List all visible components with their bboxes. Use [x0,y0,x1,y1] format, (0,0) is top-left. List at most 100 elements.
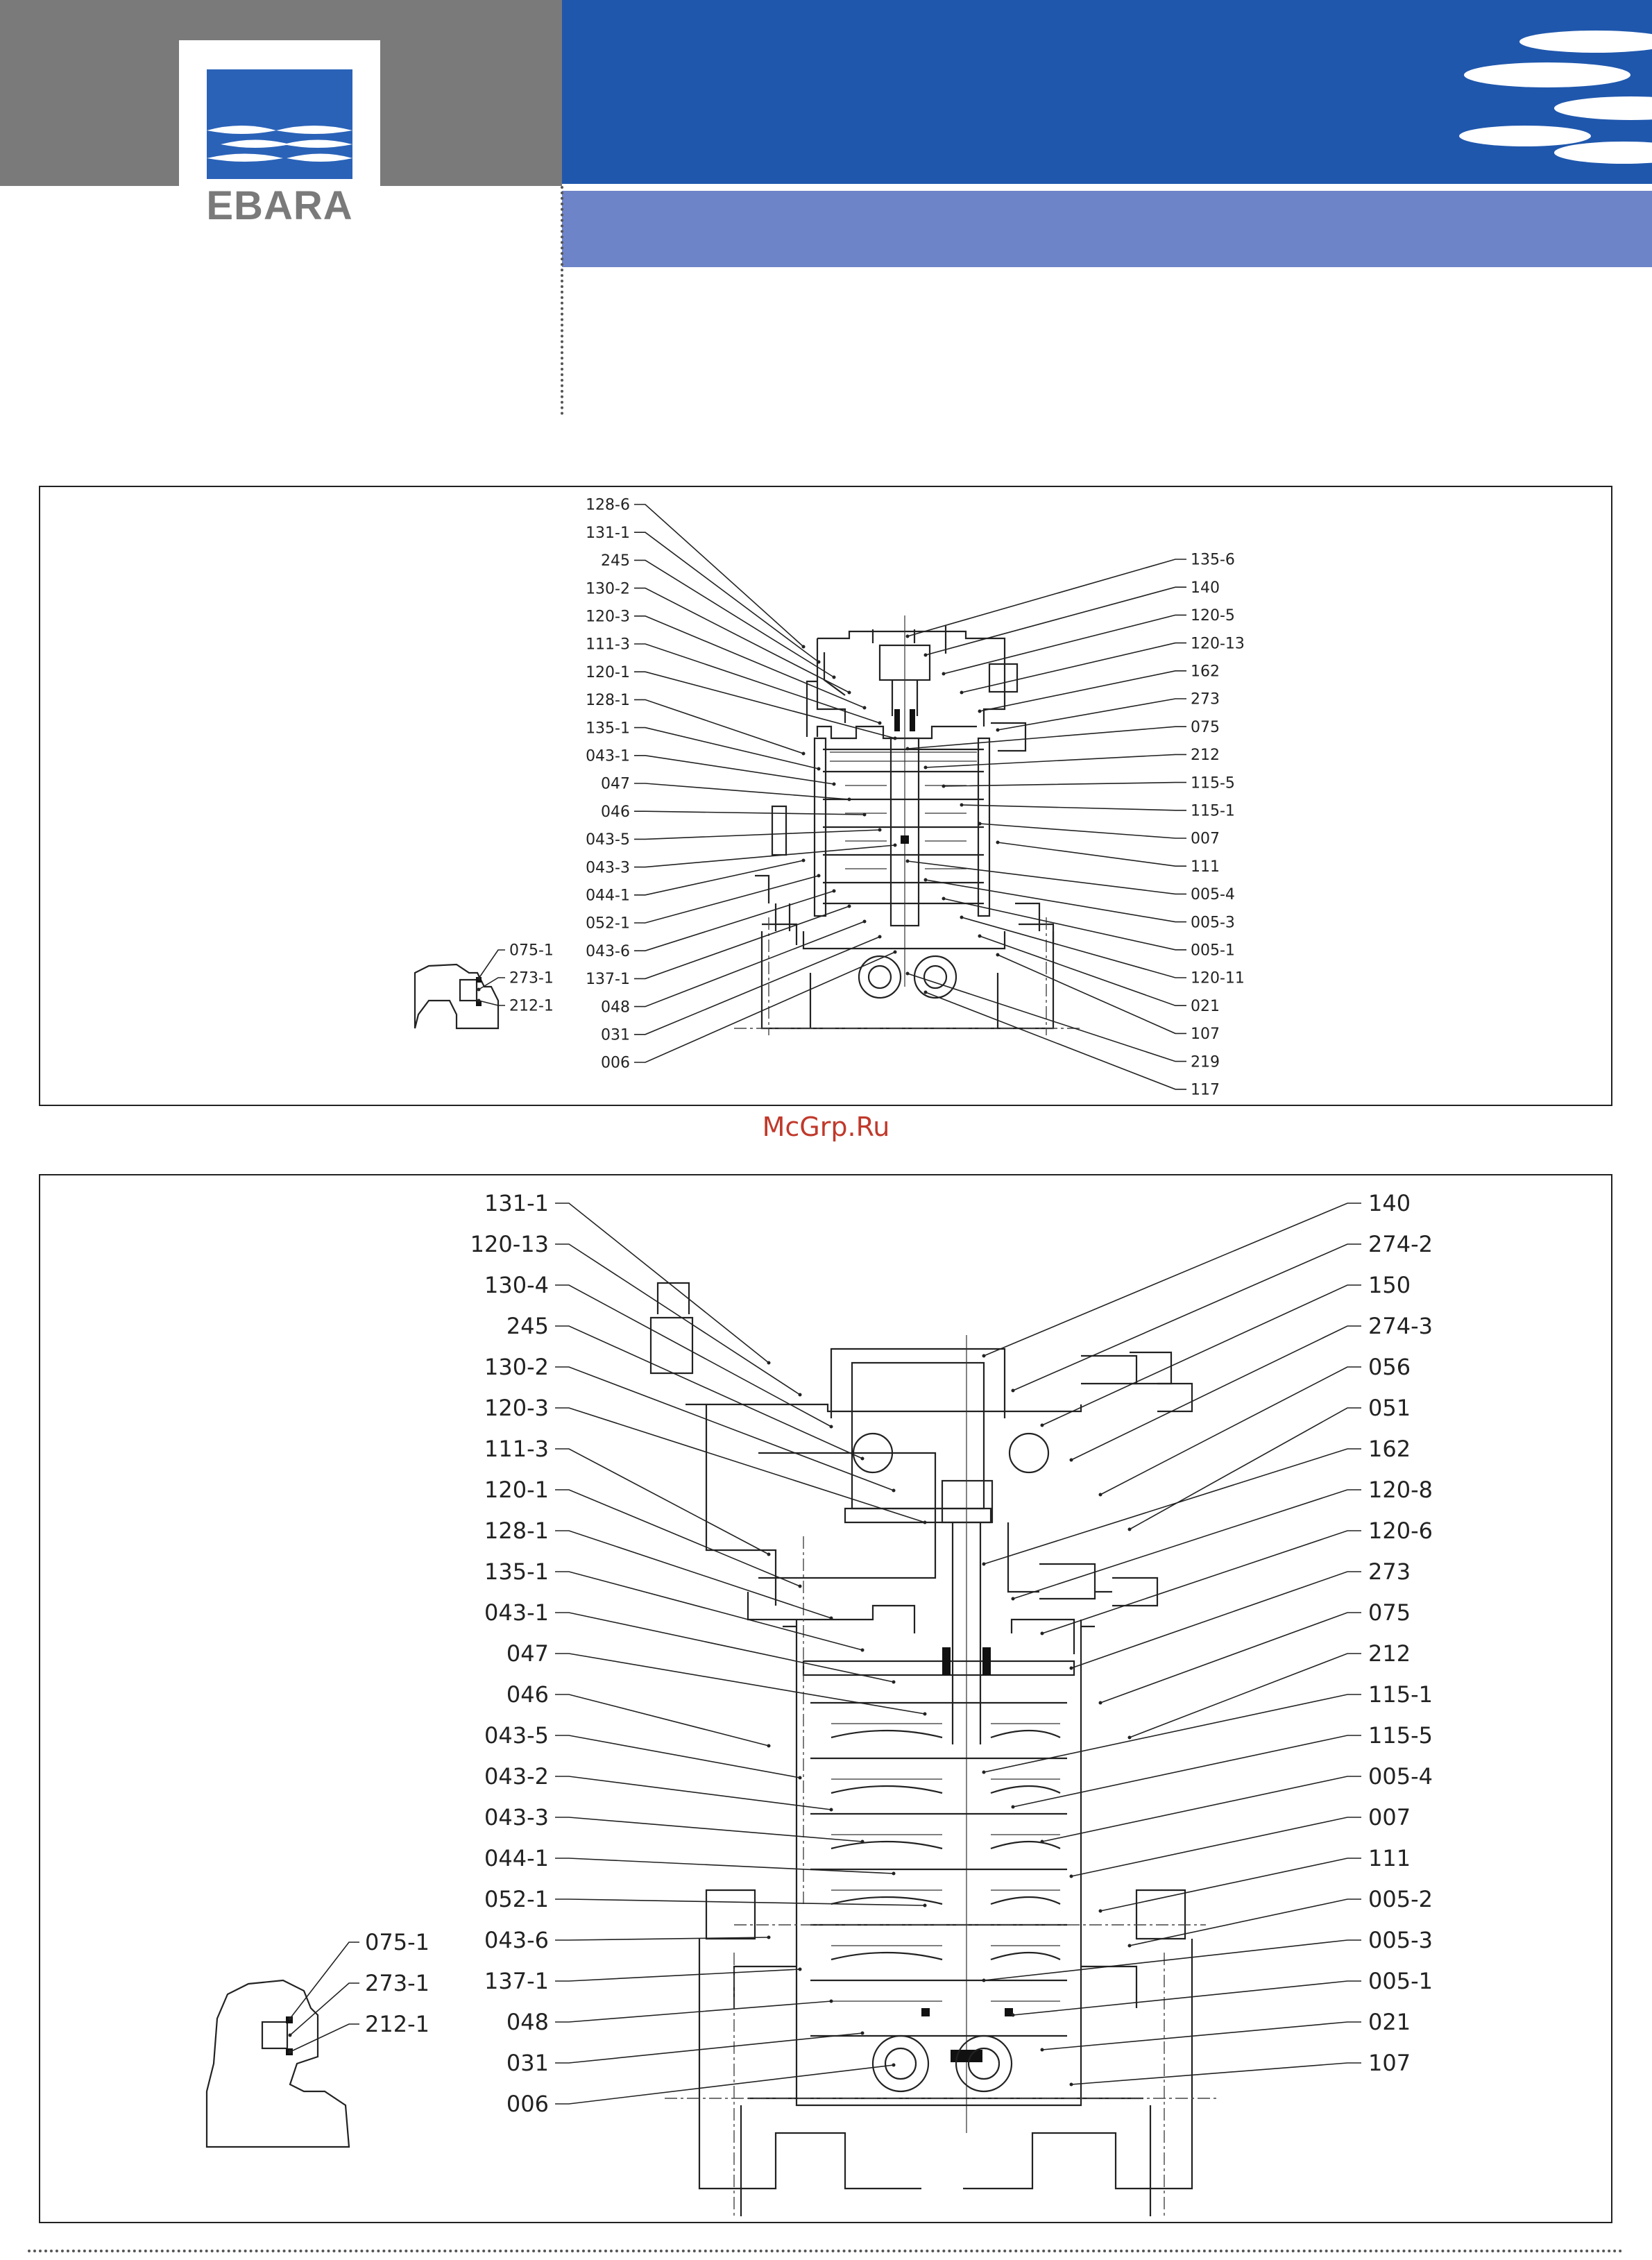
part-label: 075-1 [509,942,554,960]
logo-wave-icon [207,69,352,179]
part-label: 075-1 [365,1929,429,1955]
part-label: 107 [1368,2050,1411,2076]
part-label: 043-6 [586,943,630,960]
bottom-left-labels: 131-1120-13130-4245130-2120-3111-3120-11… [470,1190,927,2117]
leader-dot [982,1562,986,1566]
leader-dot [288,2050,292,2054]
part-label: 047 [506,1640,549,1667]
leader-line [997,842,1186,867]
leader-line [555,1448,769,1555]
leader-line [555,1937,769,1941]
leader-dot [832,782,836,786]
leader-line [555,1407,926,1523]
leader-line [1129,1898,1361,1946]
leader-dot [878,935,882,939]
leader-line [555,2064,894,2105]
leader-line [634,890,835,951]
leader-dot [829,1616,833,1620]
pump-cross-section-bottom: 131-1120-13130-4245130-2120-3111-3120-11… [205,1190,1433,2216]
part-label: 043-1 [484,1599,549,1626]
leader-dot [996,953,1000,957]
leader-dot [1040,1423,1044,1427]
leader-dot [923,878,928,882]
part-label: 150 [1368,1272,1411,1298]
leader-dot [798,1584,802,1588]
part-label: 006 [506,2091,549,2117]
leader-line [478,1000,505,1006]
leader-dot [767,1552,771,1556]
part-label: 044-1 [586,887,630,905]
part-label: 005-3 [1191,914,1235,931]
leader-dot [801,645,806,649]
part-label: 212-1 [365,2011,429,2037]
leader-dot [477,976,481,980]
part-label: 007 [1368,1804,1411,1830]
leader-line [634,587,850,693]
leader-line [943,898,1186,951]
part-label: 273 [1368,1558,1411,1585]
leader-line [961,917,1186,978]
leader-dot [905,747,910,751]
part-label: 135-1 [484,1558,549,1585]
leader-line [979,935,1186,1006]
leader-dot [1098,1701,1102,1705]
leader-line [634,875,819,924]
leader-dot [905,859,910,863]
leader-dot [905,971,910,976]
leader-dot [1040,1631,1044,1635]
leader-dot [1011,2013,1015,2017]
wave-ovals-decoration [1459,31,1652,164]
part-label: 212 [1191,747,1220,764]
part-label: 007 [1191,831,1220,848]
header-light-band [562,191,1652,267]
leader-dot [798,1393,802,1397]
leader-dot [847,690,851,695]
part-label: 043-3 [586,859,630,876]
part-label: 130-2 [484,1354,549,1380]
part-label: 043-6 [484,1927,549,1953]
leader-line [997,954,1186,1035]
part-label: 115-1 [1191,803,1235,820]
top-right-labels: 135-6140120-5120-13162273075212115-5115-… [905,552,1245,1099]
leader-line [555,1612,894,1683]
part-label: 107 [1191,1026,1220,1043]
leader-dot [847,904,851,908]
leader-line [478,977,505,990]
leader-line [1041,1284,1361,1426]
leader-dot [1011,1805,1015,1809]
leader-line [634,699,804,754]
leader-line [1100,1858,1361,1912]
leader-dot [477,999,481,1003]
part-label: 052-1 [586,915,630,933]
leader-line [555,1817,863,1842]
leader-line [979,823,1186,839]
part-label: 273 [1191,691,1220,708]
leader-line [555,1203,769,1363]
part-label: 006 [601,1055,630,1072]
part-label: 130-2 [586,580,630,597]
leader-line [1012,1735,1361,1808]
part-label: 005-4 [1368,1763,1433,1790]
part-label: 120-8 [1368,1477,1433,1503]
part-label: 043-5 [586,831,630,849]
part-label: 117 [1191,1082,1220,1099]
leader-line [634,671,896,739]
leader-line [1012,1489,1361,1599]
leader-dot [1127,1735,1132,1740]
part-label: 162 [1191,663,1220,681]
leader-dot [1069,2082,1073,2087]
leader-line [983,1203,1361,1357]
leader-dot [829,1425,833,1429]
part-label: 043-2 [484,1763,549,1790]
leader-dot [893,950,897,954]
leader-dot [878,828,882,832]
part-label: 021 [1191,998,1220,1015]
leader-line [983,1939,1361,1981]
leader-dot [477,987,481,992]
leader-dot [1011,1388,1015,1393]
part-label: 046 [506,1681,549,1708]
part-label: 043-1 [586,748,630,765]
leader-dot [860,1840,865,1844]
